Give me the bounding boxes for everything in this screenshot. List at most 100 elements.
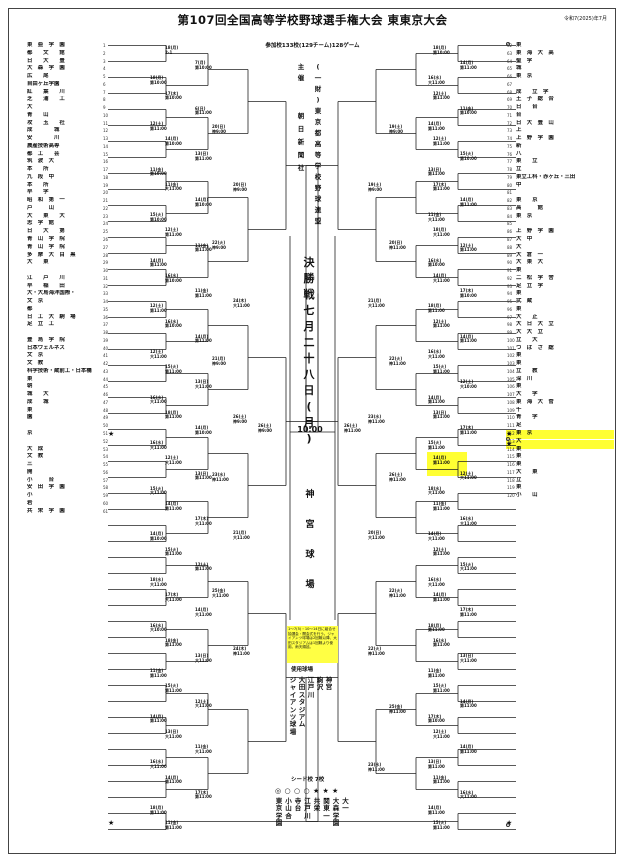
right-team-number: 103 — [507, 361, 515, 367]
left-team-44: 東 — [27, 375, 33, 382]
right-game-7: 12(土) 第11:00 — [433, 136, 450, 146]
sponsor-col-3: 朝日新聞社 — [297, 112, 305, 172]
right-team-number: 118 — [507, 477, 515, 483]
right-game-42: 11(金) 第11:00 — [428, 668, 445, 678]
right-round-8: 20(日) 大11:00 — [368, 530, 385, 540]
left-game-22: 15(火) 第11:00 — [165, 364, 182, 374]
left-team-57: 小 台 — [27, 476, 54, 483]
right-team-number: 115 — [507, 454, 515, 460]
right-team-42: 東 — [516, 360, 522, 367]
left-team-37: 足 立 工 — [27, 321, 54, 328]
right-team-15: 八 — [516, 150, 522, 157]
right-team-number: 62 — [507, 43, 513, 48]
date-label: 令和7(2025)年7月 — [564, 16, 607, 22]
left-game-2: 7(月) 第10:00 — [195, 60, 212, 70]
right-round-3: 20(日) 神11:00 — [389, 240, 406, 250]
left-game-45: 14(月) 第11:00 — [150, 713, 167, 724]
right-game-20: 14(月) 第11:00 — [460, 333, 477, 344]
right-team-12: 上 — [516, 127, 522, 134]
right-game-32: 16(水) 大11:00 — [460, 516, 477, 526]
left-round-2: 20(日) 神9:00 — [233, 182, 247, 192]
left-team-15: 都 工 芸 — [27, 150, 60, 157]
right-round-4: 21(月) 大11:00 — [368, 298, 385, 308]
right-team-6 — [516, 81, 598, 88]
left-team-number: 39 — [103, 337, 109, 343]
right-team-number: 108 — [507, 399, 515, 405]
right-game-25: 13(日) 第11:00 — [433, 409, 450, 420]
left-round-6: 26(土) 神9:00 — [233, 414, 247, 424]
left-team-number: 30 — [103, 268, 109, 274]
right-team-48: 千 — [516, 406, 522, 413]
left-team-number: 45 — [103, 384, 109, 390]
left-team-number: 7 — [103, 89, 106, 95]
right-team-25: 上 野 学 園 — [516, 228, 554, 235]
left-round-4: 24(木) 大11:00 — [233, 298, 250, 308]
left-team-number: 4 — [103, 66, 106, 72]
right-game-41: 13(日) 大11:00 — [460, 653, 477, 663]
right-round-7: 26(土) 神11:00 — [389, 472, 406, 482]
left-game-9: 11(金) 第10:00 — [150, 166, 167, 177]
left-team-number: 20 — [103, 190, 109, 196]
right-team-33: 東 — [516, 290, 522, 297]
right-game-24: 14(月) 第11:00 — [428, 394, 445, 405]
right-game-3: 16(水) 大11:00 — [428, 75, 445, 85]
right-team-number: 114 — [507, 446, 515, 452]
right-game-46: 12(土) 大11:00 — [433, 729, 450, 739]
left-team-48: 東 — [27, 406, 33, 413]
left-game-32: 17(木) 大11:00 — [195, 516, 212, 526]
left-game-8: 13(日) 第11:00 — [195, 151, 212, 161]
left-team-11: 攻 玉 社 — [27, 119, 65, 126]
seed-title: シード校 7校 — [291, 777, 325, 783]
venue-column-1: 神宮 — [325, 676, 333, 692]
final-time: 10:00 — [297, 425, 323, 434]
right-team-59: 小 山 — [516, 492, 538, 499]
right-team-39: 立 大 — [516, 336, 538, 343]
right-game-5: 11(金) 第10:00 — [460, 105, 477, 116]
right-team-number: 73 — [507, 128, 513, 134]
right-team-37: 大 日 大 立 — [516, 321, 554, 328]
right-team-number: 95 — [507, 299, 513, 305]
seed-mark-2: ○ — [284, 787, 291, 795]
left-team-number: 29 — [103, 260, 109, 266]
right-team-number: 104 — [507, 368, 515, 374]
left-game-42: 11(金) 第11:00 — [150, 668, 167, 678]
right-team-number: 70 — [507, 105, 513, 111]
right-team-30: 東 — [516, 267, 522, 274]
right-team-number: 77 — [507, 159, 513, 165]
right-team-32: 足 立 学 — [516, 282, 543, 289]
left-team-55: 三 — [27, 461, 33, 468]
right-team-number: 92 — [507, 275, 513, 281]
right-game-44: 14(月) 第11:00 — [460, 698, 477, 709]
right-team-number: 119 — [507, 485, 515, 491]
left-team-54: 文 教 — [27, 453, 44, 460]
left-game-6: 12(土) 第11:00 — [150, 121, 167, 131]
venue-column-2: 駒沢 — [316, 676, 324, 692]
right-team-number: 84 — [507, 213, 513, 219]
right-round-12: 23(水) 神11:00 — [368, 762, 385, 772]
right-game-43: 15(火) 第11:00 — [433, 683, 450, 693]
right-team-number: 75 — [507, 143, 513, 149]
right-team-11: 日 大 豊 山 — [516, 119, 554, 126]
right-team-4: 城 — [516, 65, 522, 72]
right-team-number: 97 — [507, 314, 513, 320]
left-team-36: 日 工 大 駒 場 — [27, 313, 76, 320]
left-team-number: 56 — [103, 469, 109, 475]
right-team-number: 112 — [507, 431, 515, 436]
right-team-number: 72 — [507, 120, 513, 126]
left-game-26: 14(月) 第10:00 — [195, 425, 212, 435]
right-team-number: 88 — [507, 244, 513, 250]
seed-column-5: 共栄 — [313, 797, 321, 813]
left-team-43: 科学技術・蔵前工・日本橋 — [27, 367, 92, 374]
right-game-12: 11(金) 大11:00 — [428, 212, 445, 222]
participants-info: 参加校133校(129チーム)128ゲーム — [265, 43, 360, 49]
left-team-35: 都 — [27, 305, 33, 312]
left-team-53: 大 成 — [27, 445, 44, 452]
right-team-number: 120 — [507, 493, 515, 499]
right-team-43: 立 教 — [516, 367, 538, 374]
right-game-2: 14(月) 第11:00 — [460, 60, 477, 70]
right-game-27: 15(火) 第11:00 — [428, 440, 445, 450]
right-team-number: 91 — [507, 268, 513, 274]
right-team-number: 93 — [507, 283, 513, 289]
left-round-10: 24(木) 神11:00 — [233, 646, 250, 656]
right-round-5: 22(火) 神11:00 — [389, 356, 406, 366]
